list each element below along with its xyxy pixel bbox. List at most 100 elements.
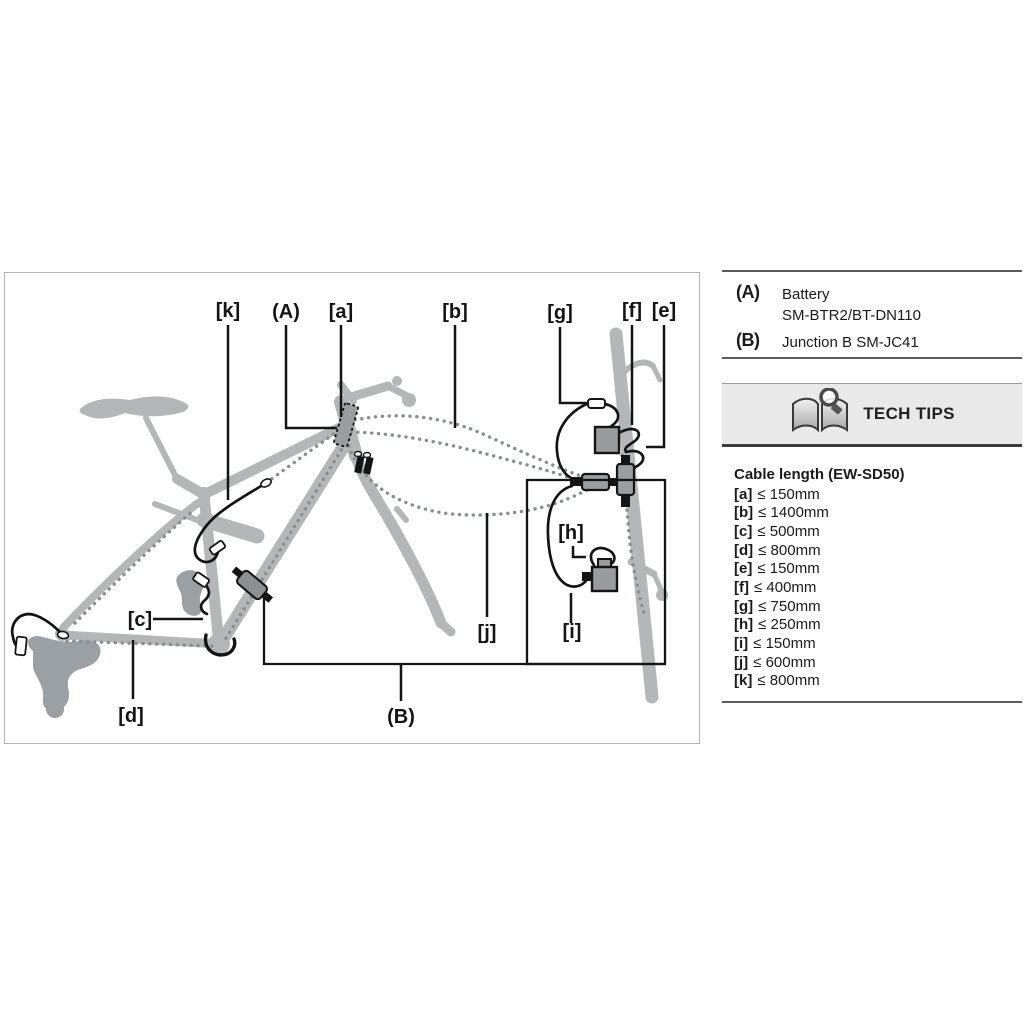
connector-plug-c <box>192 571 210 588</box>
cable-length-item: [a]≤ 150mm <box>734 486 1022 505</box>
cable-length-list: [a]≤ 150mm [b]≤ 1400mm [c]≤ 500mm [d]≤ 8… <box>722 486 1022 692</box>
connector-oval-d <box>56 630 70 640</box>
brake-lever-right-bottom <box>627 558 658 578</box>
shifter-knob <box>392 376 402 386</box>
wire-left-lower <box>546 484 590 588</box>
cable-length-item: [k]≤ 800mm <box>734 672 1022 691</box>
dotted-downtube-cable <box>223 442 347 642</box>
stem-plug-2 <box>363 456 374 475</box>
leader-A <box>284 325 337 430</box>
diagram-label-j: [j] <box>478 622 497 644</box>
diagram-label-h: [h] <box>558 522 584 544</box>
diagram-label-f: [f] <box>622 300 642 322</box>
cable-length-item: [c]≤ 500mm <box>734 523 1022 542</box>
rear-shock <box>196 512 265 544</box>
wire-c <box>199 581 211 616</box>
part-id-A: (A) <box>736 282 760 302</box>
etube-plug-right <box>609 478 618 486</box>
wire-bottom-bracket-loop <box>203 633 237 657</box>
cable-label: [b] <box>734 504 754 522</box>
etube-plug-left <box>570 477 582 486</box>
diagram-label-c: [c] <box>128 609 152 631</box>
cable-value: ≤ 150mm <box>753 635 816 652</box>
cable-length-item: [i] ≤ 150mm <box>734 635 1022 654</box>
stem <box>346 381 393 402</box>
wire-left-upper <box>555 401 591 480</box>
diagram-label-d: [d] <box>118 705 144 727</box>
lever-top <box>337 381 357 405</box>
cable-label: [h] <box>734 616 754 634</box>
cable-length-item: [h]≤ 250mm <box>734 616 1022 635</box>
cable-length-item: [b]≤ 1400mm <box>734 504 1022 523</box>
dotted-toptube-cable <box>268 428 341 482</box>
diagram-label-a: [a] <box>329 301 353 323</box>
front-fork <box>350 451 447 629</box>
part-row-battery: (A) Battery SM-BTR2/BT-DN110 <box>736 282 1022 326</box>
cable-value: ≤ 600mm <box>753 653 816 671</box>
cable-label: [i] <box>734 635 749 652</box>
part-name-battery: Battery <box>782 286 830 303</box>
jockey-wheel <box>46 700 64 718</box>
cable-label: [k] <box>734 672 753 690</box>
cable-length-title: Cable length (EW-SD50) <box>734 465 905 483</box>
lever-hood <box>656 589 668 601</box>
leader-h <box>571 546 586 559</box>
fork-dropout <box>436 618 456 637</box>
connector-plug-d <box>14 635 28 657</box>
downtube-plug-top <box>231 566 244 578</box>
brake-lever-right-top-tip <box>650 363 663 383</box>
tech-tips-book-icon <box>789 387 853 439</box>
connector-plug-k <box>208 540 226 556</box>
diagram-label-b: [b] <box>442 301 468 323</box>
part-id-B: (B) <box>736 330 760 350</box>
etube-plug-top <box>621 455 630 464</box>
cable-length-item: [g]≤ 750mm <box>734 598 1022 617</box>
divider-top <box>722 270 1022 272</box>
bike-routing-diagram: [k] (A) [a] [b] [g] [f] [e] [c] [d] [j] … <box>4 272 700 744</box>
bracket-outlines <box>262 478 667 666</box>
stem-plug-1 <box>354 455 365 474</box>
connector-oval-k <box>260 478 272 488</box>
chainstay <box>58 630 225 649</box>
cable-label: [f] <box>734 578 749 596</box>
diagram-label-k: [k] <box>216 300 240 322</box>
cable-value: ≤ 750mm <box>758 597 821 615</box>
leader-lines <box>131 325 666 701</box>
etube-plug-bottom <box>621 495 630 507</box>
diagram-labels: [k] (A) [a] [b] [g] [f] [e] [c] [d] [j] … <box>118 300 676 728</box>
diagram-label-B: (B) <box>387 706 415 728</box>
shifter-switch-lower <box>590 565 619 593</box>
cable-value: ≤ 150mm <box>757 485 820 503</box>
handlebar-front-view <box>609 327 659 704</box>
divider-middle <box>722 357 1022 359</box>
tech-tips-label: TECH TIPS <box>863 403 955 423</box>
dotted-cable-b <box>353 414 591 481</box>
connector-plug-g <box>587 398 606 409</box>
part-text-battery: Battery SM-BTR2/BT-DN110 <box>782 282 921 326</box>
cable-value: ≤ 150mm <box>757 560 820 578</box>
cable-value: ≤ 400mm <box>754 578 817 596</box>
part-row-junction: (B) Junction B SM-JC41 <box>736 330 1022 353</box>
cable-label: [c] <box>734 522 753 540</box>
seatpost <box>143 415 180 482</box>
etube-connector-horizontal <box>580 472 611 492</box>
cable-value: ≤ 800mm <box>757 672 820 690</box>
suspension-link <box>152 501 208 526</box>
parts-list: (A) Battery SM-BTR2/BT-DN110 (B) Junctio… <box>722 272 1022 353</box>
brake-lever-right-top <box>620 359 656 376</box>
cable-routing-dotted <box>65 414 647 648</box>
diagram-label-e: [e] <box>652 300 676 322</box>
diagram-label-g: [g] <box>547 302 573 324</box>
components <box>231 402 636 603</box>
battery-in-steerer <box>333 402 359 448</box>
jockey-wheel-upper <box>87 647 99 659</box>
part-model-battery: SM-BTR2/BT-DN110 <box>782 307 921 324</box>
brake-mount <box>394 506 409 523</box>
dotted-cable-mid <box>349 430 575 481</box>
cable-value: ≤ 500mm <box>757 522 820 540</box>
cable-label: [a] <box>734 485 753 503</box>
bracket-i-box <box>525 478 667 666</box>
wire-h-loop <box>589 546 616 567</box>
tech-tips-banner: TECH TIPS <box>722 382 1022 447</box>
